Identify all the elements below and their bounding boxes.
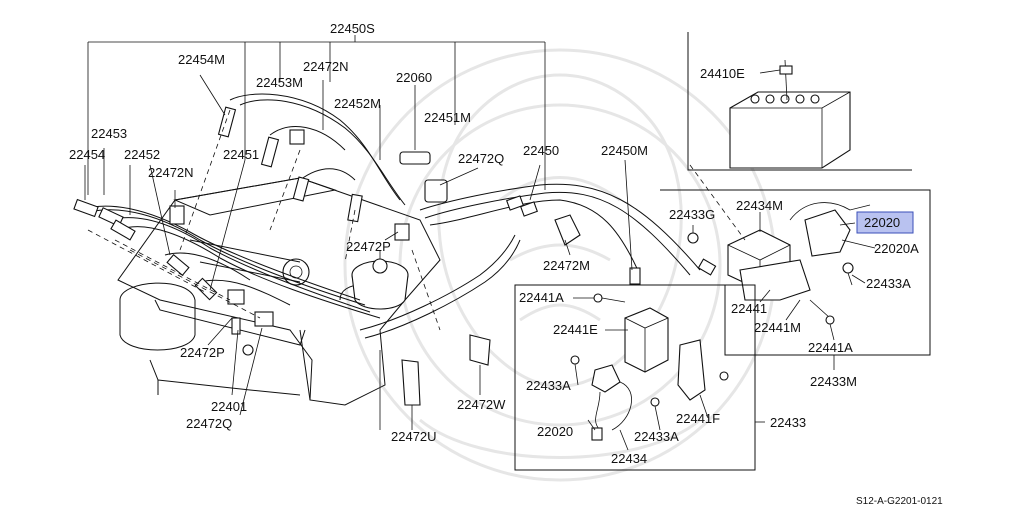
part-label-22454[interactable]: 22454 xyxy=(69,147,105,162)
part-label-22433A-right[interactable]: 22433A xyxy=(866,276,911,291)
part-label-22454M[interactable]: 22454M xyxy=(178,52,225,67)
coil-assembly xyxy=(660,189,931,356)
part-label-22401[interactable]: 22401 xyxy=(211,399,247,414)
part-label-22453[interactable]: 22453 xyxy=(91,126,127,141)
part-label-22453M[interactable]: 22453M xyxy=(256,75,303,90)
wire-clips xyxy=(169,129,581,406)
part-label-22472N-top[interactable]: 22472N xyxy=(303,59,349,74)
part-label-22472Q-low[interactable]: 22472Q xyxy=(186,416,232,431)
spark-plug-wires xyxy=(79,93,701,339)
part-label-22451[interactable]: 22451 xyxy=(223,147,259,162)
part-label-22472P-low[interactable]: 22472P xyxy=(180,345,225,360)
part-label-22472Q-top[interactable]: 22472Q xyxy=(458,151,504,166)
part-label-22020-highlighted[interactable]: 22020 xyxy=(864,215,900,230)
part-label-22441M[interactable]: 22441M xyxy=(754,320,801,335)
leader-lines xyxy=(84,35,876,451)
battery-box xyxy=(687,32,912,171)
part-label-22433A-box2[interactable]: 22433A xyxy=(634,429,679,444)
part-label-22450S[interactable]: 22450S xyxy=(330,21,375,36)
part-labels: 22450S 22454M 22472N 22453M 22060 22452M… xyxy=(69,21,919,466)
part-label-22434[interactable]: 22434 xyxy=(611,451,647,466)
highlight-box xyxy=(856,211,914,234)
part-label-22020-box[interactable]: 22020 xyxy=(537,424,573,439)
part-label-22433M[interactable]: 22433M xyxy=(810,374,857,389)
part-label-22060[interactable]: 22060 xyxy=(396,70,432,85)
part-label-22450M[interactable]: 22450M xyxy=(601,143,648,158)
part-label-22451M[interactable]: 22451M xyxy=(424,110,471,125)
part-label-22020A[interactable]: 22020A xyxy=(874,241,919,256)
part-label-22433[interactable]: 22433 xyxy=(770,415,806,430)
part-label-24410E[interactable]: 24410E xyxy=(700,66,745,81)
plug-boots xyxy=(73,106,717,301)
part-label-22433G[interactable]: 22433G xyxy=(669,207,715,222)
dashed-guides xyxy=(87,109,746,331)
part-label-22441A-right[interactable]: 22441A xyxy=(808,340,853,355)
part-label-22434M[interactable]: 22434M xyxy=(736,198,783,213)
part-label-22472P-mid[interactable]: 22472P xyxy=(346,239,391,254)
part-label-22441E[interactable]: 22441E xyxy=(553,322,598,337)
part-label-22472W[interactable]: 22472W xyxy=(457,397,506,412)
part-label-22441[interactable]: 22441 xyxy=(731,301,767,316)
document-code: S12-A-G2201-0121 xyxy=(856,496,943,507)
distributor xyxy=(351,250,409,310)
part-label-22472M[interactable]: 22472M xyxy=(543,258,590,273)
coil-inset-box xyxy=(514,284,756,471)
part-label-22441A-box[interactable]: 22441A xyxy=(519,290,564,305)
part-label-22452[interactable]: 22452 xyxy=(124,147,160,162)
part-label-22472U[interactable]: 22472U xyxy=(391,429,437,444)
part-label-22441F[interactable]: 22441F xyxy=(676,411,720,426)
engine-block xyxy=(117,177,441,406)
part-label-22450[interactable]: 22450 xyxy=(523,143,559,158)
part-label-22433A-box1[interactable]: 22433A xyxy=(526,378,571,393)
part-label-22452M[interactable]: 22452M xyxy=(334,96,381,111)
part-label-22472N-left[interactable]: 22472N xyxy=(148,165,194,180)
